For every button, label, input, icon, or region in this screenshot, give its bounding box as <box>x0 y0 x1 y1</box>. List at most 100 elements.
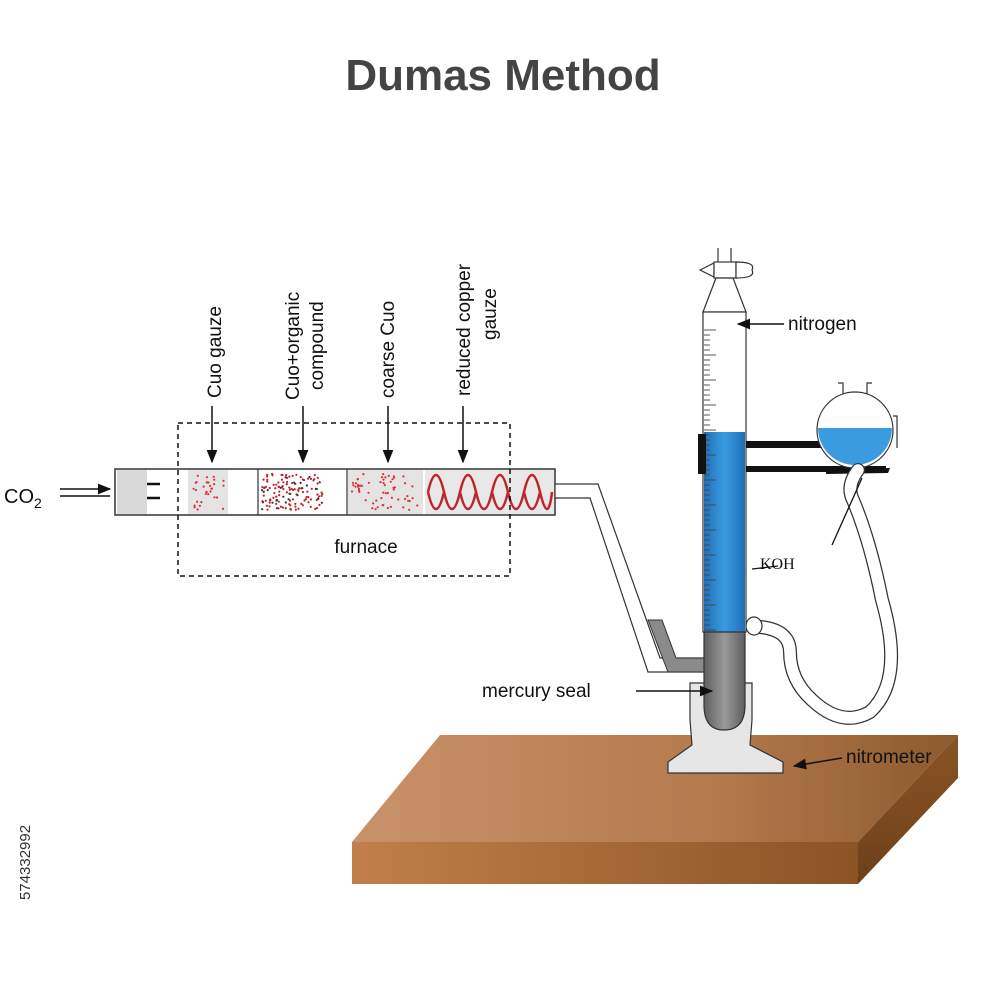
particle <box>320 494 323 497</box>
particle <box>200 501 203 504</box>
table-front <box>352 842 858 884</box>
particle <box>408 499 411 503</box>
particle <box>301 490 305 494</box>
particle <box>402 506 405 509</box>
particle <box>262 478 265 481</box>
particle <box>318 495 321 498</box>
particle <box>375 499 378 502</box>
particle <box>268 501 271 504</box>
particle <box>371 507 374 510</box>
rubber-tubing <box>753 463 899 725</box>
particle <box>294 505 297 508</box>
particle <box>357 489 361 492</box>
particle <box>285 491 288 494</box>
koh-solution-column <box>704 432 745 632</box>
particle <box>293 481 296 484</box>
particle <box>205 490 208 493</box>
particle <box>266 473 269 476</box>
particle <box>263 486 266 490</box>
particle <box>292 488 295 492</box>
particle <box>277 500 280 503</box>
particle <box>389 505 392 508</box>
co2-label: CO2 <box>4 486 42 511</box>
particle <box>266 480 269 483</box>
particle <box>356 483 360 487</box>
particle <box>294 508 297 511</box>
particle <box>275 483 278 486</box>
particle <box>281 506 284 509</box>
particle <box>268 486 271 490</box>
particle <box>291 498 294 501</box>
particle <box>367 491 370 494</box>
particle <box>305 484 308 487</box>
particle <box>357 485 360 488</box>
particle <box>279 486 282 489</box>
particle <box>302 479 306 482</box>
particle <box>272 483 275 486</box>
particle <box>269 498 272 501</box>
particle <box>390 496 393 499</box>
particle <box>221 507 225 510</box>
particle <box>212 475 215 478</box>
particle <box>309 505 312 508</box>
particle <box>291 481 294 485</box>
particle <box>301 504 304 507</box>
furnace-label: furnace <box>334 537 397 558</box>
particle <box>207 493 210 496</box>
particle <box>404 482 407 485</box>
particle <box>289 504 292 507</box>
particle <box>297 507 300 510</box>
particle <box>391 478 394 481</box>
particle <box>272 496 275 499</box>
particle <box>204 492 207 495</box>
particle <box>260 489 264 492</box>
particle <box>295 473 298 476</box>
reduced-copper-label-line1: reduced copper <box>454 263 475 396</box>
particle <box>275 498 278 502</box>
particle <box>351 481 354 484</box>
particle <box>382 504 385 507</box>
particle <box>280 478 283 481</box>
stopcock[interactable] <box>698 262 715 278</box>
particle <box>266 475 269 478</box>
particle <box>278 494 281 497</box>
particle <box>307 501 310 504</box>
particle <box>275 507 278 510</box>
particle <box>275 502 278 505</box>
particle <box>299 476 302 479</box>
particle <box>310 487 313 490</box>
particle <box>296 494 299 497</box>
particle <box>261 501 265 504</box>
particle <box>364 499 367 502</box>
particle <box>278 490 281 493</box>
mercury-column <box>703 631 746 731</box>
particle <box>288 488 291 491</box>
particle <box>372 502 375 505</box>
particle <box>318 481 321 484</box>
particle <box>382 473 385 476</box>
particle <box>266 508 269 511</box>
particle <box>316 493 319 496</box>
particle <box>205 476 208 479</box>
particle <box>206 481 209 484</box>
particle <box>287 498 290 501</box>
particle <box>261 508 264 511</box>
tube-section-labels: Cuo gauze Cuo+organic compound coarse Cu… <box>205 263 501 464</box>
koh-label: KOH <box>760 556 795 573</box>
particle <box>192 487 195 490</box>
particle <box>281 473 284 477</box>
mercury-seal-label: mercury seal <box>482 681 591 702</box>
particle <box>285 483 288 486</box>
particle <box>397 498 400 501</box>
particle <box>264 499 267 502</box>
nitrometer-label: nitrometer <box>846 747 932 768</box>
particle <box>222 484 225 487</box>
particle <box>316 476 319 479</box>
particle <box>210 487 213 490</box>
particle <box>320 491 323 494</box>
particle <box>277 481 280 484</box>
particle <box>318 503 321 507</box>
particle <box>277 507 280 510</box>
particle <box>380 497 383 500</box>
particle <box>198 504 201 507</box>
